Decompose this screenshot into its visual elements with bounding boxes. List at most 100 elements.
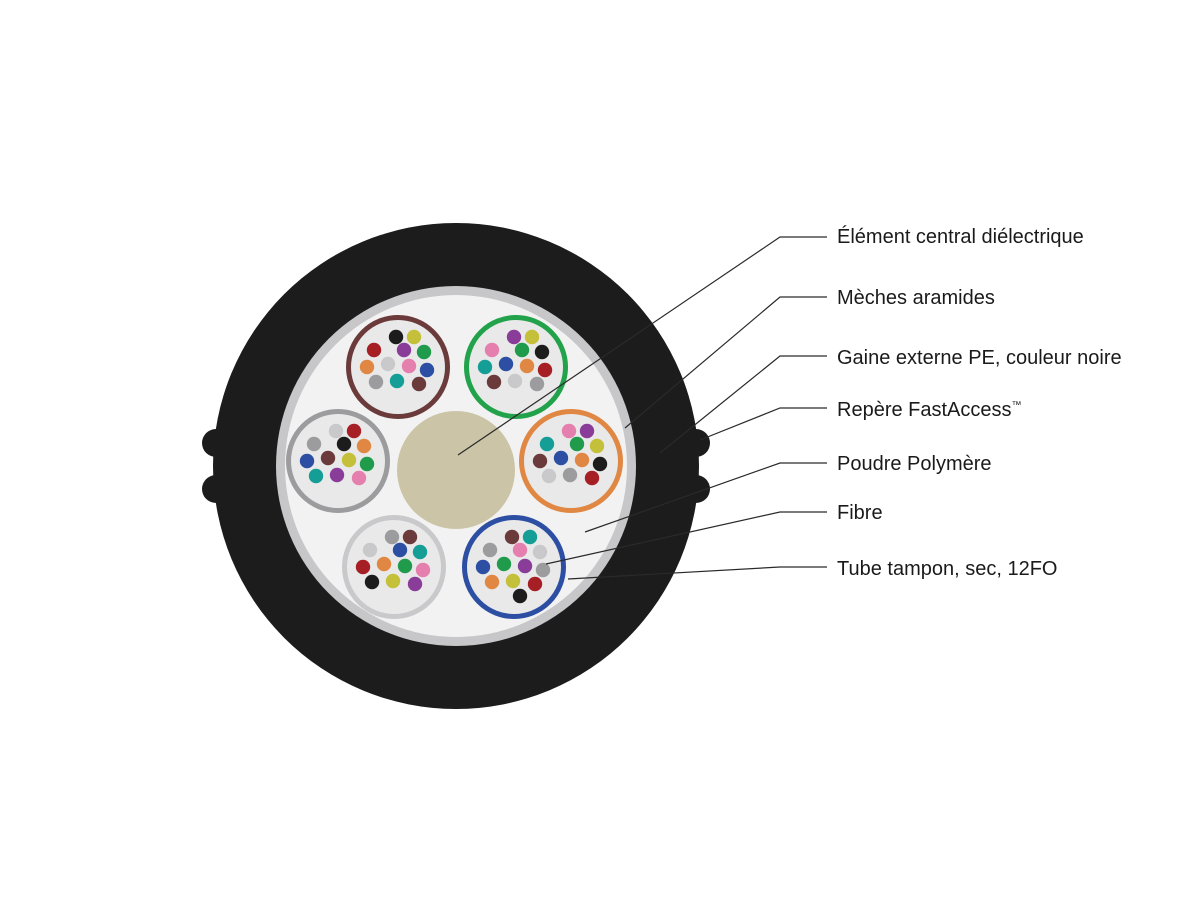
optical-fiber — [507, 373, 523, 389]
optical-fiber — [562, 467, 578, 483]
buffer-tube-5 — [342, 515, 446, 619]
optical-fiber — [484, 574, 500, 590]
label-outer-sheath: Gaine externe PE, couleur noire — [837, 347, 1122, 369]
label-aramid-yarns: Mèches aramides — [837, 287, 995, 309]
leader-outer-sheath — [659, 355, 827, 454]
optical-fiber — [299, 453, 315, 469]
label-central-element: Élément central diélectrique — [837, 225, 1084, 248]
buffer-tube-1 — [346, 315, 450, 419]
optical-fiber — [532, 453, 548, 469]
buffer-tube-6 — [286, 409, 390, 513]
optical-fiber — [532, 544, 548, 560]
optical-fiber — [328, 423, 344, 439]
central-dielectric-element — [397, 411, 515, 529]
optical-fiber — [336, 436, 352, 452]
optical-fiber — [506, 329, 522, 345]
optical-fiber — [524, 329, 540, 345]
optical-fiber — [406, 329, 422, 345]
optical-fiber — [498, 356, 514, 372]
callout-labels: Élément central diélectrique Mèches aram… — [837, 225, 1122, 580]
optical-fiber — [561, 423, 577, 439]
optical-fiber — [505, 573, 521, 589]
optical-fiber — [402, 529, 418, 545]
optical-fiber — [401, 358, 417, 374]
optical-fiber — [514, 342, 530, 358]
optical-fiber — [486, 374, 502, 390]
optical-fiber — [537, 362, 553, 378]
buffer-tube-ring — [342, 515, 446, 619]
leader-lines — [457, 236, 827, 580]
optical-fiber — [346, 423, 362, 439]
label-fastaccess-marker-text: Repère FastAccess — [837, 399, 1012, 421]
optical-fiber — [534, 344, 550, 360]
optical-fiber — [389, 373, 405, 389]
optical-fiber — [504, 529, 520, 545]
buffer-tube-3 — [519, 409, 623, 513]
optical-fiber — [306, 436, 322, 452]
leader-polymer-powder — [584, 462, 827, 533]
optical-fiber — [388, 329, 404, 345]
optical-fiber — [364, 574, 380, 590]
leader-central-element — [457, 236, 827, 456]
optical-fiber — [329, 467, 345, 483]
optical-fiber — [574, 452, 590, 468]
leader-buffer-tube — [567, 566, 827, 580]
buffer-tube-ring — [464, 315, 568, 419]
optical-fiber — [517, 558, 533, 574]
optical-fiber — [359, 359, 375, 375]
optical-fiber — [584, 470, 600, 486]
optical-fiber — [376, 556, 392, 572]
optical-fiber — [519, 358, 535, 374]
optical-fiber — [351, 470, 367, 486]
buffer-tube-ring — [462, 515, 566, 619]
optical-fiber — [512, 542, 528, 558]
optical-fiber — [320, 450, 336, 466]
leader-fiber — [545, 511, 827, 565]
optical-fiber — [341, 452, 357, 468]
optical-fiber — [368, 374, 384, 390]
optical-fiber — [419, 362, 435, 378]
label-fastaccess-trademark: ™ — [1012, 400, 1022, 411]
optical-fiber — [553, 450, 569, 466]
label-buffer-tube: Tube tampon, sec, 12FO — [837, 558, 1057, 580]
optical-fiber — [477, 359, 493, 375]
optical-fiber — [484, 342, 500, 358]
optical-fiber — [397, 558, 413, 574]
optical-fiber — [541, 468, 557, 484]
optical-fiber — [407, 576, 423, 592]
optical-fiber — [539, 436, 555, 452]
optical-fiber — [396, 342, 412, 358]
buffer-tube-ring — [519, 409, 623, 513]
buffer-tube-ring — [286, 409, 390, 513]
optical-fiber — [416, 344, 432, 360]
optical-fiber — [475, 559, 491, 575]
label-fiber: Fibre — [837, 502, 883, 524]
optical-fiber — [392, 542, 408, 558]
optical-fiber — [412, 544, 428, 560]
optical-fiber — [527, 576, 543, 592]
optical-fiber — [535, 562, 551, 578]
optical-fiber — [384, 529, 400, 545]
optical-fiber — [496, 556, 512, 572]
optical-fiber — [579, 423, 595, 439]
optical-fiber — [522, 529, 538, 545]
optical-fiber — [385, 573, 401, 589]
optical-fiber — [411, 376, 427, 392]
leader-aramid-yarns — [624, 296, 827, 429]
optical-fiber — [356, 438, 372, 454]
label-fastaccess-marker: Repère FastAccess™ — [837, 399, 1022, 421]
optical-fiber — [355, 559, 371, 575]
optical-fiber — [589, 438, 605, 454]
buffer-tube-2 — [464, 315, 568, 419]
leader-fastaccess-marker — [699, 407, 827, 441]
optical-fiber — [569, 436, 585, 452]
optical-fiber — [380, 356, 396, 372]
label-polymer-powder: Poudre Polymère — [837, 453, 992, 475]
optical-fiber — [415, 562, 431, 578]
optical-fiber — [366, 342, 382, 358]
optical-fiber — [592, 456, 608, 472]
buffer-tube-4 — [462, 515, 566, 619]
optical-fiber — [308, 468, 324, 484]
buffer-tubes — [286, 315, 623, 619]
